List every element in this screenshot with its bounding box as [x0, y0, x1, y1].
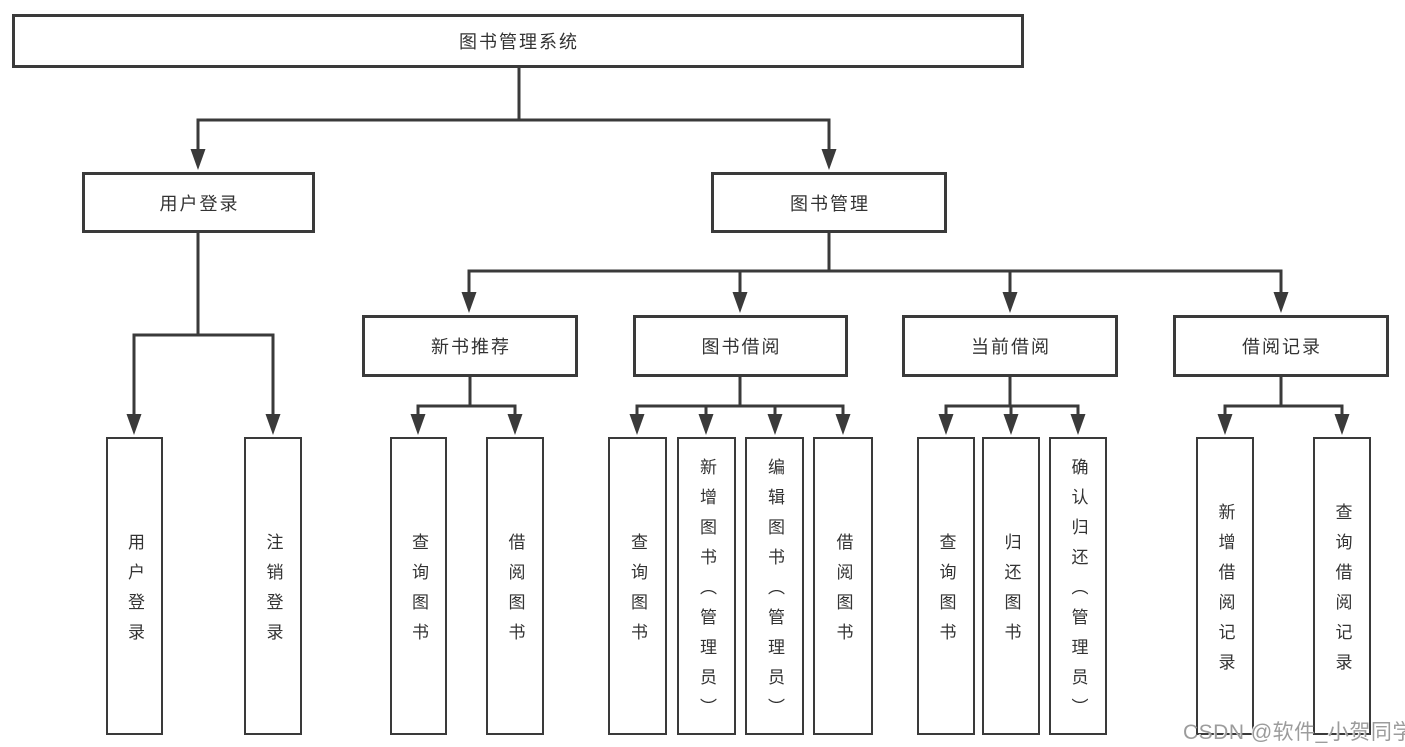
node-label-v-search-book-1: 查询图书	[409, 532, 428, 653]
node-label-borrowing-records: 借阅记录	[1242, 337, 1322, 357]
node-label-v-search-book-3: 查询图书	[936, 532, 956, 653]
arrowhead-down-icon	[1003, 414, 1019, 435]
node-v-confirm-return-admin: 确认归还（管理员）	[1049, 437, 1107, 735]
arrowhead-down-icon	[507, 414, 523, 435]
arrowhead-down-icon	[265, 414, 281, 435]
node-current-borrowing: 当前借阅	[902, 315, 1118, 377]
node-v-search-book-2: 查询图书	[608, 437, 667, 735]
node-label-v-search-book-2: 查询图书	[628, 532, 647, 653]
arrowhead-down-icon	[938, 414, 954, 435]
node-user-login: 用户登录	[82, 172, 315, 233]
node-label-root: 图书管理系统	[459, 32, 579, 52]
node-v-search-book-1: 查询图书	[390, 437, 447, 735]
arrowhead-down-icon	[1217, 414, 1233, 435]
node-v-search-borrow-record: 查询借阅记录	[1313, 437, 1371, 735]
node-v-borrow-book-1: 借阅图书	[486, 437, 544, 735]
node-label-new-book-recommend: 新书推荐	[431, 337, 511, 357]
arrowhead-down-icon	[732, 292, 748, 313]
node-label-v-return-book: 归还图书	[1001, 532, 1021, 653]
node-label-v-search-borrow-record: 查询借阅记录	[1332, 502, 1352, 683]
node-label-book-borrowing: 图书借阅	[701, 337, 782, 357]
node-v-borrow-book-2: 借阅图书	[813, 437, 873, 735]
node-root: 图书管理系统	[12, 14, 1024, 68]
arrowhead-down-icon	[629, 414, 645, 435]
node-label-v-add-borrow-record: 新增借阅记录	[1215, 502, 1235, 683]
node-label-user-login: 用户登录	[159, 193, 240, 214]
arrowhead-down-icon	[1070, 414, 1086, 435]
node-label-v-edit-book-admin: 编辑图书（管理员）	[765, 457, 784, 728]
node-v-return-book: 归还图书	[982, 437, 1040, 735]
node-v-edit-book-admin: 编辑图书（管理员）	[745, 437, 804, 735]
arrowhead-down-icon	[767, 414, 783, 435]
arrowhead-down-icon	[461, 292, 477, 313]
node-label-v-user-login: 用户登录	[125, 532, 144, 653]
arrowhead-down-icon	[835, 414, 851, 435]
arrowhead-down-icon	[698, 414, 714, 435]
arrowhead-down-icon	[821, 149, 837, 170]
node-book-borrowing: 图书借阅	[633, 315, 848, 377]
node-v-logout-login: 注销登录	[244, 437, 302, 735]
node-v-add-borrow-record: 新增借阅记录	[1196, 437, 1254, 735]
node-v-add-book-admin: 新增图书（管理员）	[677, 437, 736, 735]
node-label-v-borrow-book-1: 借阅图书	[505, 532, 525, 653]
arrowhead-down-icon	[1334, 414, 1350, 435]
arrowhead-down-icon	[126, 414, 142, 435]
node-label-current-borrowing: 当前借阅	[971, 337, 1051, 357]
node-v-search-book-3: 查询图书	[917, 437, 975, 735]
node-label-v-borrow-book-2: 借阅图书	[833, 532, 853, 653]
arrowhead-down-icon	[410, 414, 426, 435]
node-borrowing-records: 借阅记录	[1173, 315, 1389, 377]
node-book-management: 图书管理	[711, 172, 947, 233]
node-label-book-management: 图书管理	[790, 193, 870, 214]
watermark: CSDN @软件_小贺同学	[1183, 721, 1405, 744]
node-label-v-logout-login: 注销登录	[263, 532, 283, 653]
node-new-book-recommend: 新书推荐	[362, 315, 578, 377]
node-label-v-add-book-admin: 新增图书（管理员）	[697, 457, 716, 728]
arrowhead-down-icon	[190, 149, 206, 170]
arrowhead-down-icon	[1002, 292, 1018, 313]
arrowhead-down-icon	[1273, 292, 1289, 313]
node-label-v-confirm-return-admin: 确认归还（管理员）	[1068, 457, 1088, 728]
node-v-user-login: 用户登录	[106, 437, 163, 735]
